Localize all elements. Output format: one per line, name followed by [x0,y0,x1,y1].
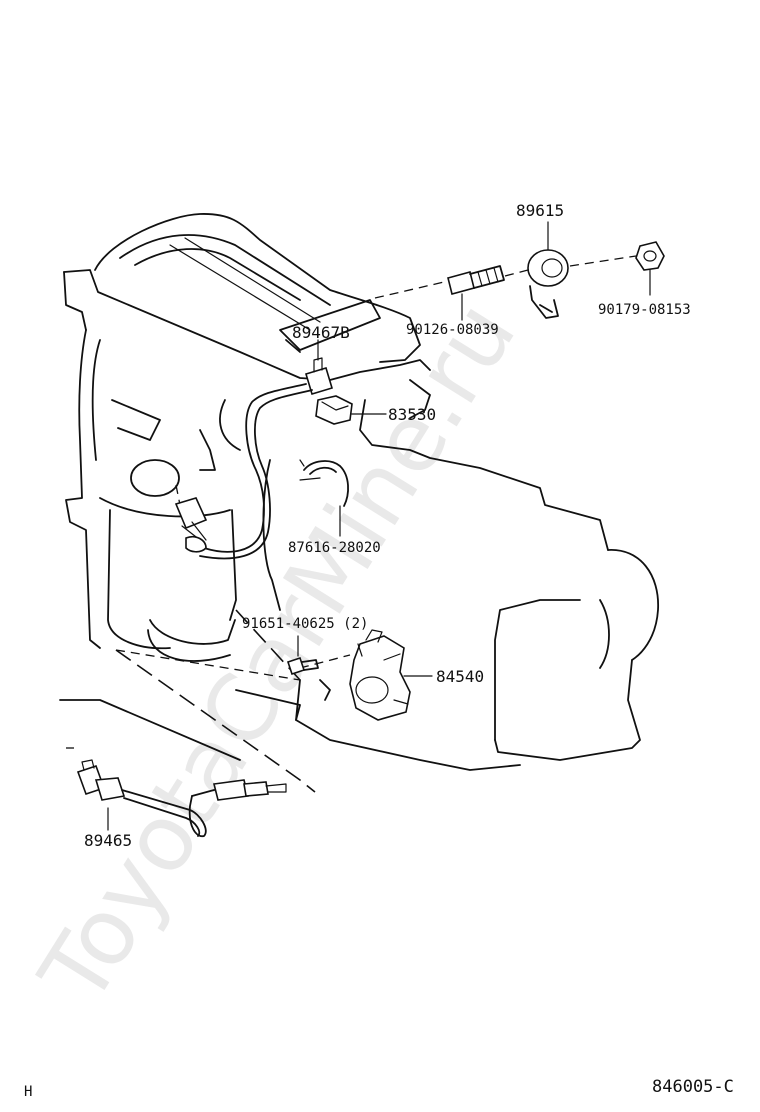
label-90126-08039: 90126-08039 [406,322,499,338]
label-89467b: 89467B [292,323,350,342]
label-89465: 89465 [84,831,132,850]
label-84540: 84540 [436,667,484,686]
switch-drawing [315,395,387,425]
label-89615: 89615 [516,201,564,220]
knock-sensor-drawing [527,221,569,319]
oxygen-sensor-front-drawing [76,759,287,838]
neutral-start-switch-drawing [349,629,433,721]
label-83530: 83530 [388,405,436,424]
engine-block-drawing [59,213,659,771]
watermark: ToyotaCarMine.ru [19,283,536,1022]
nut-drawing [635,241,665,296]
label-90179-08153: 90179-08153 [598,302,691,318]
watermark-text: ToyotaCarMine.ru [19,283,536,1022]
corner-left-code: H [24,1084,32,1100]
part-labels: 89615 90126-08039 90179-08153 89467B 835… [84,201,691,850]
oxygen-sensor-rear-drawing [174,339,333,560]
label-91651-40625: 91651-40625 (2) [242,616,368,632]
footer: H 846005-C [24,1077,734,1100]
illustration-number: 846005-C [652,1077,734,1097]
label-87616-28020: 87616-28020 [288,540,381,556]
bolt-drawing [286,635,319,676]
clamp-drawing [299,459,349,537]
stud-bolt-drawing [447,265,505,321]
